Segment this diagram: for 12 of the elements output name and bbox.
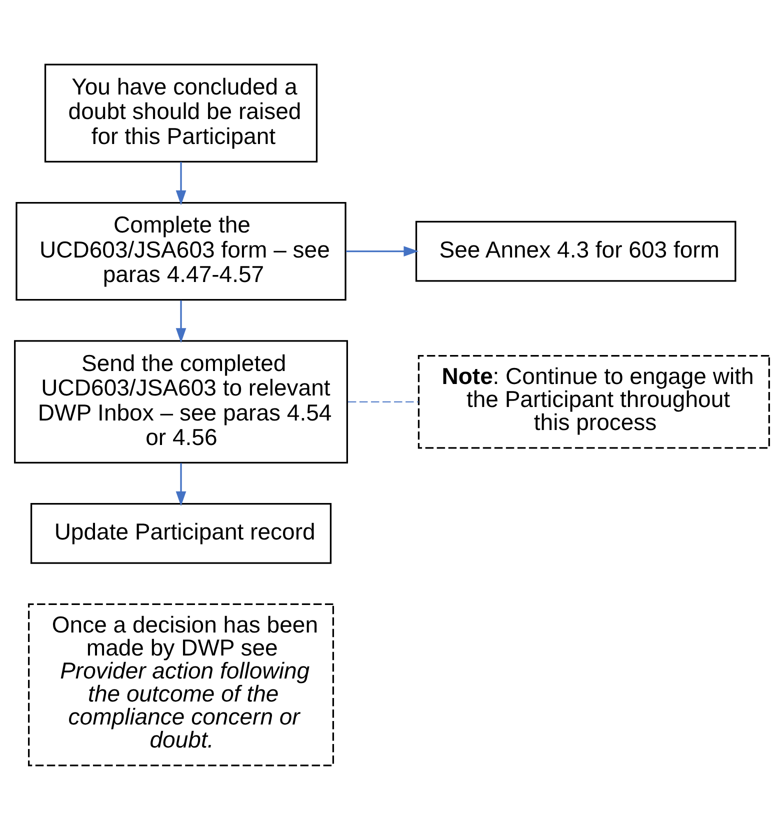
arrow xyxy=(346,246,419,256)
node-box: Note: Continue to engage with the Participant throughout this process xyxy=(418,354,770,449)
connector xyxy=(347,401,420,402)
node-box: See Annex 4.3 for 603 form xyxy=(415,220,736,282)
node-box: Update Participant record xyxy=(30,503,332,564)
arrow xyxy=(176,162,186,206)
node-box: You have concluded a doubt should be raised for this Participant xyxy=(44,64,318,162)
arrow xyxy=(176,463,186,506)
node-box: Once a decision has been made by DWP see Provider action following the outcome of the compliance concern or doubt. xyxy=(28,603,334,766)
node-box: Complete the UCD603/JSA603 form – see paras 4.47-4.57 xyxy=(16,202,346,301)
arrow xyxy=(176,300,186,343)
node-box: Send the completed UCD603/JSA603 to relevant DWP Inbox – see paras 4.54 or 4.56 xyxy=(14,340,348,464)
